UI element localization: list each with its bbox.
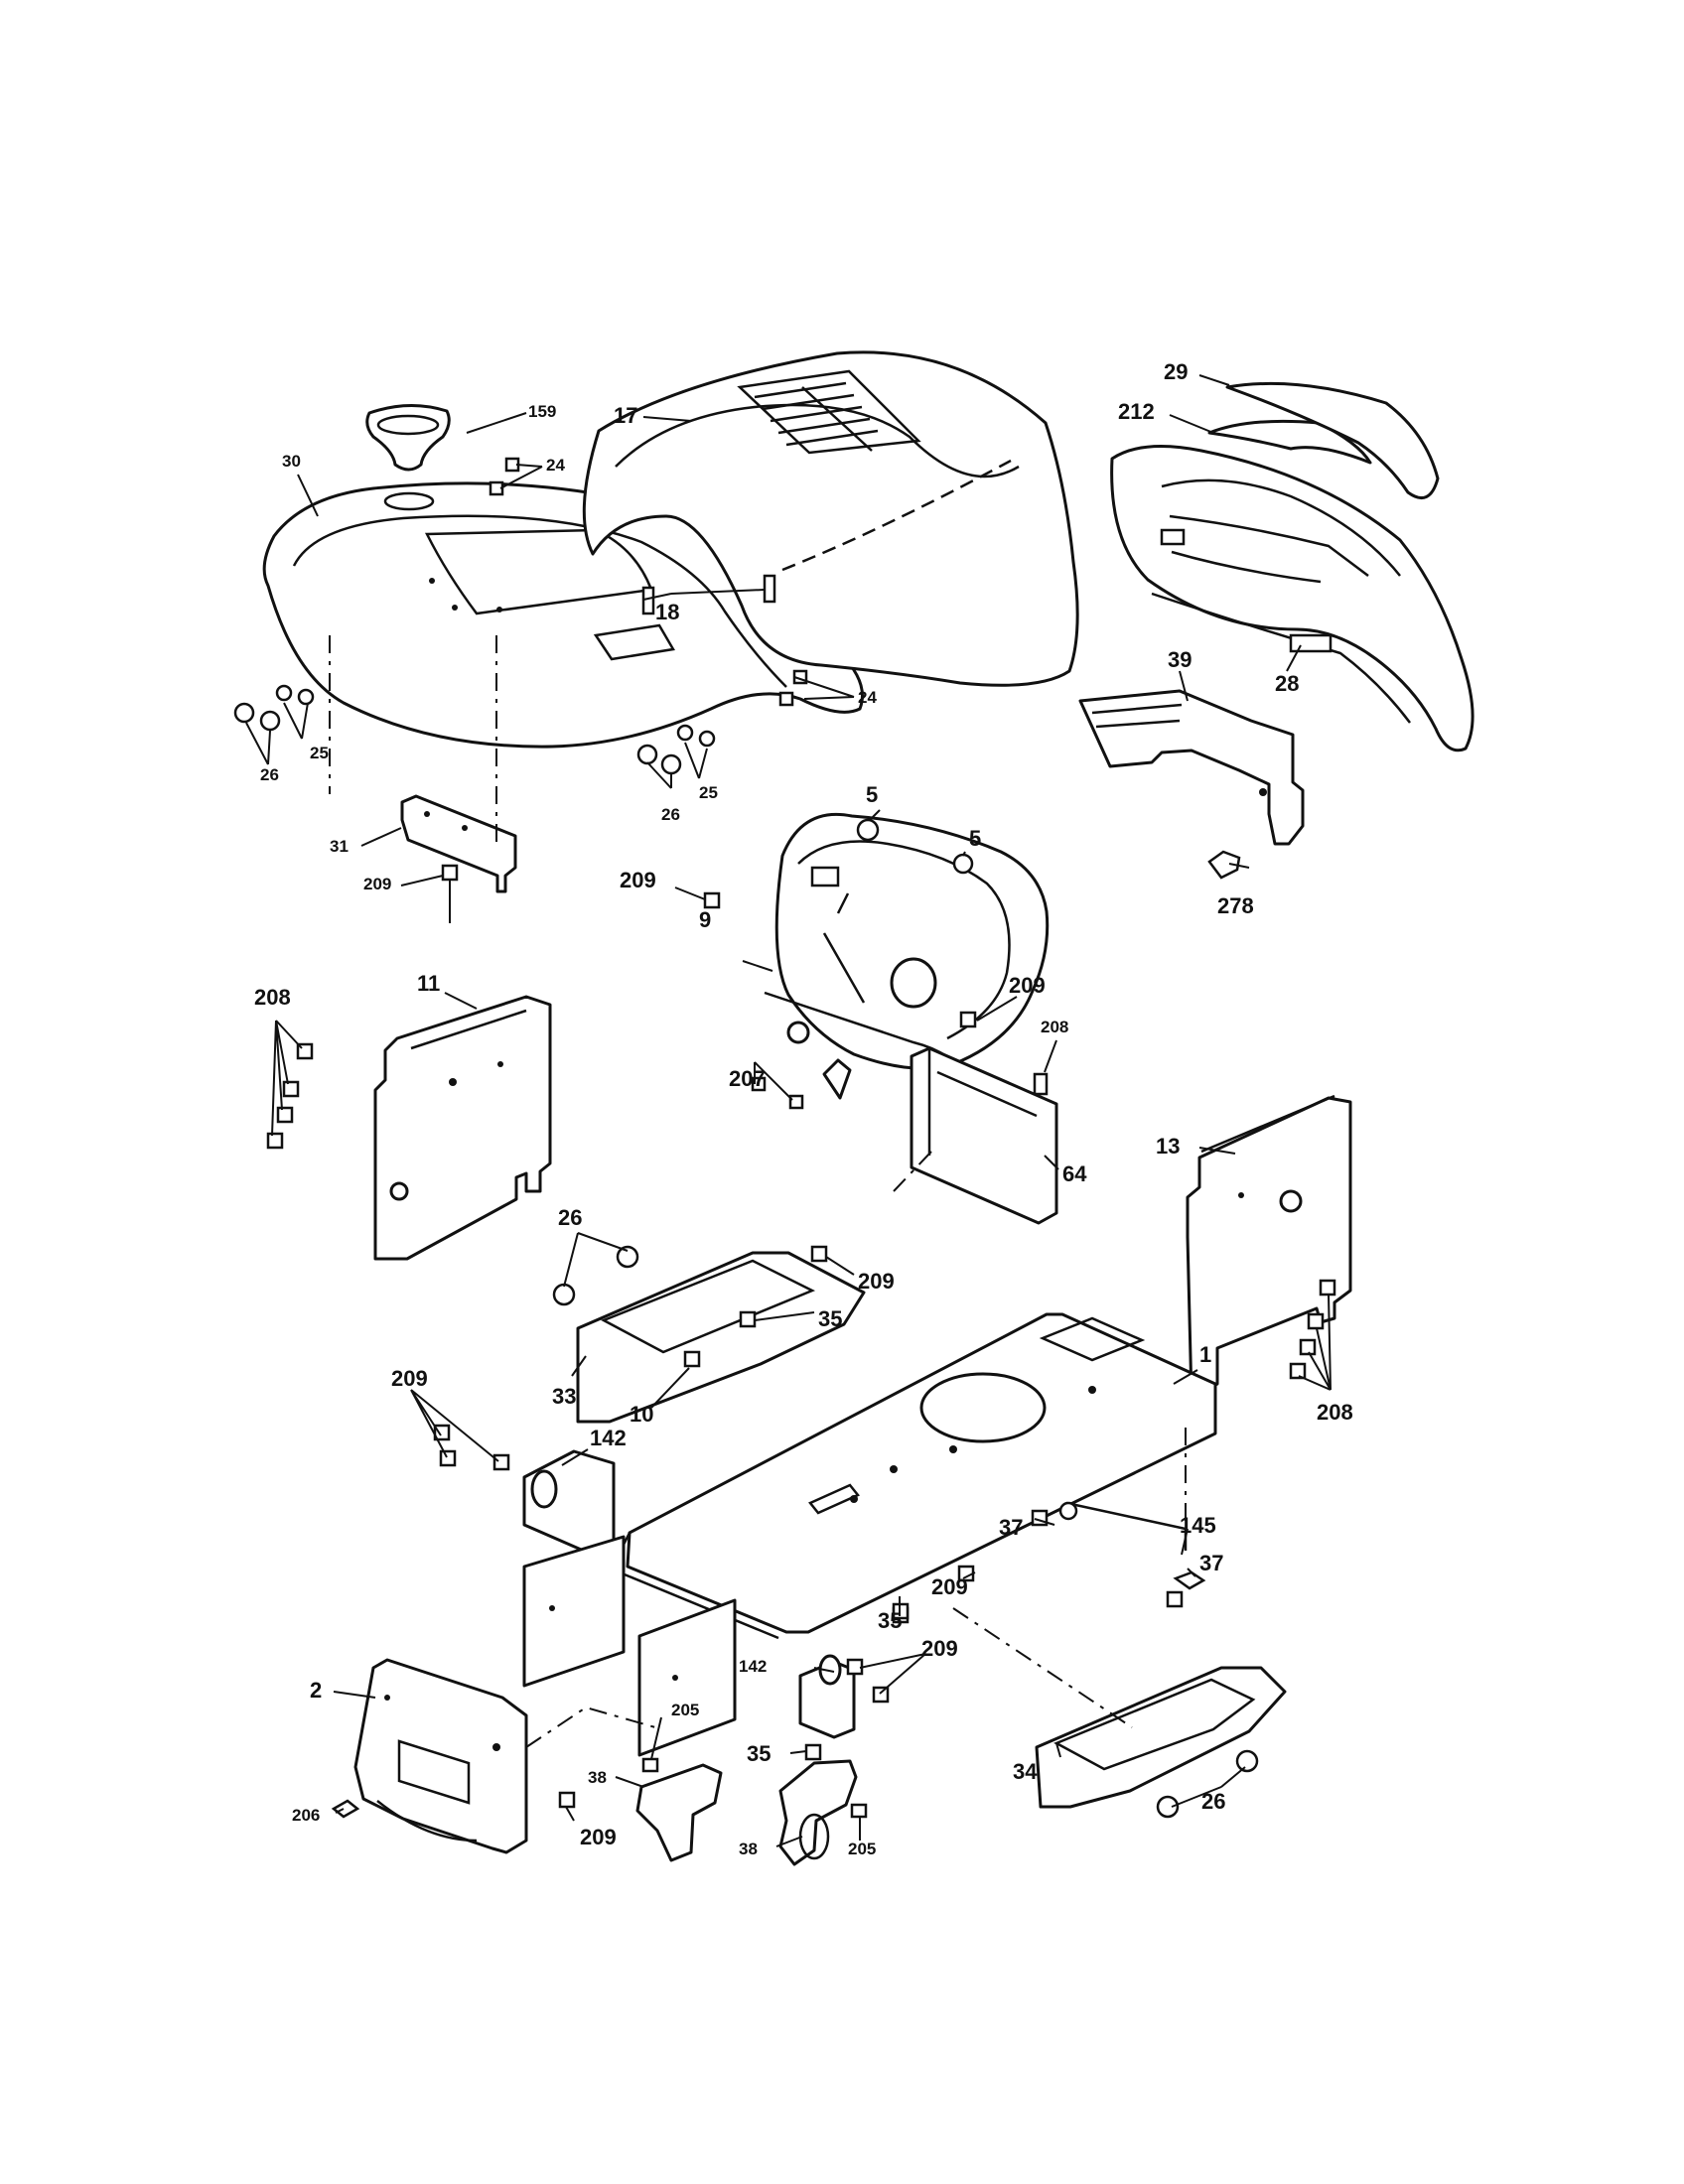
callout-159: 159 — [528, 402, 556, 421]
callout-35-lower: 35 — [747, 1741, 771, 1766]
part-5-plugs — [856, 818, 974, 875]
callout-208-right: 208 — [1317, 1400, 1353, 1425]
callout-37-right: 37 — [1199, 1551, 1223, 1575]
part-bracket-left-frame — [522, 1535, 626, 1688]
callout-34: 34 — [1013, 1759, 1038, 1784]
callout-10: 10 — [630, 1402, 653, 1427]
callout-209-frame: 209 — [931, 1574, 968, 1599]
part-142-right-support — [798, 1654, 856, 1739]
callout-31: 31 — [330, 837, 349, 856]
part-26-right-rear — [1031, 1509, 1184, 1608]
part-18-clips — [641, 574, 776, 615]
part-9-dash-panel — [764, 812, 1050, 1100]
callout-labels: 29 212 159 17 30 24 18 28 39 24 25 26 25… — [254, 359, 1353, 1858]
callout-205-right: 205 — [848, 1840, 876, 1858]
part-209-bolt-a — [441, 864, 459, 923]
part-212-lens — [1207, 419, 1372, 465]
callout-5-top: 5 — [866, 782, 878, 807]
callout-209-142r: 209 — [921, 1636, 958, 1661]
part-206-screw — [331, 1799, 360, 1819]
callout-209-142: 209 — [391, 1366, 428, 1391]
part-26-nuts-footrest — [552, 1245, 639, 1306]
callout-145: 145 — [1180, 1513, 1216, 1538]
callout-28: 28 — [1275, 671, 1299, 696]
part-35-bolt-33 — [739, 1310, 757, 1328]
callout-2: 2 — [310, 1678, 322, 1703]
callout-209-31: 209 — [363, 875, 391, 893]
part-209-bolts-9 — [703, 891, 977, 1110]
callout-64: 64 — [1062, 1161, 1087, 1186]
part-209-bolt-2 — [558, 1791, 576, 1809]
callout-33: 33 — [552, 1384, 576, 1409]
part-13-right-panel — [1186, 1094, 1352, 1400]
part-29-trim — [1225, 381, 1440, 500]
callout-18: 18 — [655, 600, 679, 624]
part-28-grille — [1110, 445, 1474, 752]
callout-209-dash: 209 — [620, 868, 656, 892]
dash-2 — [525, 1706, 656, 1748]
callout-208-64: 208 — [1041, 1018, 1068, 1036]
callout-17: 17 — [614, 403, 637, 428]
part-31-bracket — [400, 794, 517, 893]
callout-30: 30 — [282, 452, 301, 471]
part-10-bolt — [683, 1350, 701, 1368]
callout-142-left: 142 — [590, 1426, 627, 1450]
part-35-bolt-lower — [804, 1743, 822, 1761]
callout-35-33: 35 — [818, 1306, 842, 1331]
callout-207: 207 — [729, 1066, 766, 1091]
part-38-left-bracket — [635, 1757, 723, 1862]
part-209-bolts-142 — [433, 1424, 510, 1471]
part-24-bolts — [489, 457, 808, 707]
callout-208-left: 208 — [254, 985, 291, 1010]
part-bracket-mid-frame — [637, 1598, 737, 1757]
part-64-bracket — [910, 1046, 1058, 1225]
part-278-screw — [1207, 850, 1241, 880]
leader-lines — [245, 374, 1332, 1847]
part-34-footrest — [1035, 1666, 1287, 1809]
part-159-fuel-cap — [365, 403, 451, 472]
callout-13: 13 — [1156, 1134, 1180, 1159]
part-17-hood — [582, 350, 1079, 687]
part-11-left-panel — [373, 995, 552, 1261]
part-209-bolt-33 — [810, 1245, 828, 1263]
part-2-rear-plate — [353, 1658, 528, 1854]
dash-34 — [952, 1607, 1133, 1728]
callout-37-left: 37 — [999, 1515, 1023, 1540]
part-39-bracket — [1078, 689, 1305, 846]
callout-11: 11 — [417, 971, 440, 996]
part-208-bolts-right — [1289, 1279, 1336, 1380]
part-33-footrest — [576, 1251, 866, 1424]
callout-25-right: 25 — [699, 783, 718, 802]
callout-212: 212 — [1118, 399, 1155, 424]
callout-205-left: 205 — [671, 1701, 699, 1719]
callout-24-right: 24 — [858, 688, 877, 707]
callout-209-2: 209 — [580, 1825, 617, 1849]
dash-64 — [893, 1151, 932, 1192]
callout-29: 29 — [1164, 359, 1188, 384]
part-1-main-frame — [618, 1312, 1217, 1640]
callout-26-left: 26 — [260, 765, 279, 784]
callout-26-right: 26 — [661, 805, 680, 824]
callout-142-right: 142 — [739, 1657, 767, 1676]
callout-209-33: 209 — [858, 1269, 895, 1294]
callout-206: 206 — [292, 1806, 320, 1825]
callout-25-left: 25 — [310, 744, 329, 762]
callout-278: 278 — [1217, 893, 1254, 918]
callout-9: 9 — [699, 907, 711, 932]
callout-1: 1 — [1199, 1342, 1211, 1367]
callout-5-right: 5 — [969, 826, 981, 851]
callout-39: 39 — [1168, 647, 1192, 672]
part-25-26-hardware-right — [636, 724, 716, 775]
callout-38-left: 38 — [588, 1768, 607, 1787]
callout-35-frame: 35 — [878, 1608, 902, 1633]
callout-24-top: 24 — [546, 456, 565, 475]
callout-38-right: 38 — [739, 1840, 758, 1858]
callout-26-34: 26 — [1201, 1789, 1225, 1814]
part-25-26-hardware-left — [233, 684, 315, 732]
callout-209-9: 209 — [1009, 973, 1046, 998]
callout-26-33: 26 — [558, 1205, 582, 1230]
part-26-nuts-34 — [1156, 1749, 1259, 1819]
